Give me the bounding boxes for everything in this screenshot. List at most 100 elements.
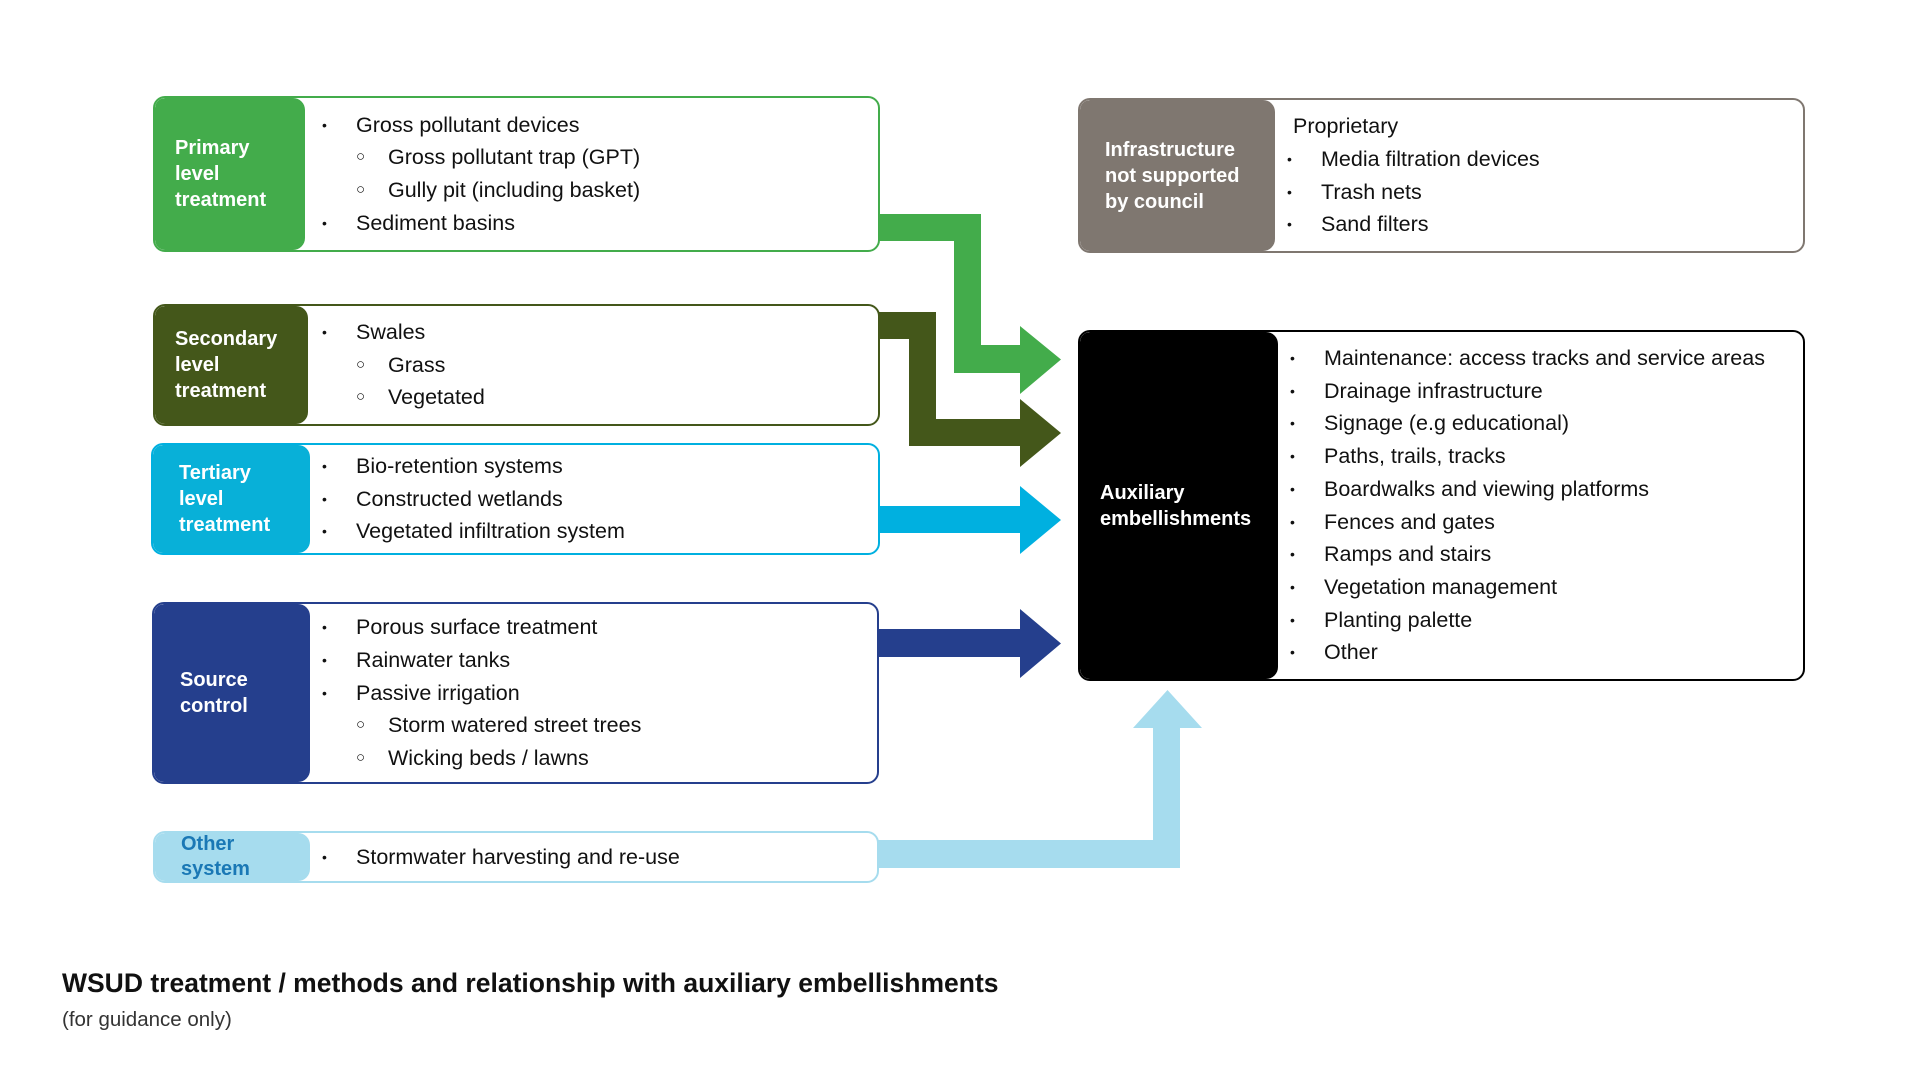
list-item-text: Signage (e.g educational) — [1324, 411, 1570, 436]
list-item-text: Swales — [356, 319, 426, 344]
sub-list-item: ○ Storm watered street trees — [310, 709, 877, 742]
hollow-bullet-icon: ○ — [356, 388, 366, 406]
list-item: • Swales — [310, 316, 878, 349]
tertiary-to-auxiliary-arrow — [870, 486, 1061, 554]
list-item: • Ramps and stairs — [1278, 538, 1803, 571]
primary-treatment-label: Primary level treatment — [155, 98, 305, 250]
bullet-icon: • — [1290, 415, 1295, 432]
list-item-text: Stormwater harvesting and re-use — [356, 844, 680, 869]
bullet-icon: • — [1290, 382, 1295, 399]
list-item-text: Maintenance: access tracks and service a… — [1324, 346, 1765, 371]
other-system-label: Other system — [155, 833, 310, 881]
bullet-icon: • — [322, 490, 327, 507]
hollow-bullet-icon: ○ — [356, 148, 366, 166]
list-item-text: Trash nets — [1321, 179, 1422, 204]
bullet-icon: • — [1290, 644, 1295, 661]
list-item-text: Storm watered street trees — [388, 713, 642, 738]
list-item: • Passive irrigation — [310, 677, 877, 710]
other-system-box: Other system • Stormwater harvesting and … — [153, 831, 879, 883]
list-item: • Sand filters — [1275, 208, 1803, 241]
list-item: • Other — [1278, 636, 1803, 669]
list-item-text: Planting palette — [1324, 607, 1473, 632]
list-item: •Paths, trails, tracks — [1278, 440, 1803, 473]
list-heading: Proprietary — [1293, 114, 1399, 139]
list-item-text: Wicking beds / lawns — [388, 746, 589, 771]
list-item: • Maintenance: access tracks and service … — [1278, 342, 1803, 375]
auxiliary-embellishments-list: • Maintenance: access tracks and service … — [1278, 332, 1803, 679]
bullet-icon: • — [322, 684, 327, 701]
list-item-text: Passive irrigation — [356, 680, 520, 705]
secondary-treatment-list: •Swales○Grass○Vegetated — [310, 306, 878, 424]
list-item: • Sediment basins — [310, 207, 878, 240]
hollow-bullet-icon: ○ — [356, 716, 366, 734]
bullet-icon: • — [322, 523, 327, 540]
bullet-icon: • — [1290, 513, 1295, 530]
bullet-icon: • — [1290, 350, 1295, 367]
list-item: •Bio-retention systems — [310, 450, 878, 483]
tertiary-treatment-list: •Bio-retention systems•Constructed wetla… — [310, 445, 878, 553]
sub-list-item: ○ Gross pollutant trap (GPT) — [310, 141, 878, 174]
tertiary-treatment-box: Tertiary level treatment •Bio-retention … — [151, 443, 880, 555]
bullet-icon: • — [322, 323, 327, 340]
bullet-icon: • — [322, 116, 327, 133]
list-item-text: Sand filters — [1321, 212, 1429, 237]
infrastructure-not-supported-list: Proprietary • Media filtration devices • Tr… — [1275, 100, 1803, 251]
bullet-icon: • — [1287, 183, 1292, 200]
diagram-title: WSUD treatment / methods and relationshi… — [62, 968, 999, 998]
primary-treatment-list: • Gross pollutant devices ○ Gross pollutant… — [310, 98, 878, 250]
list-item: • Gross pollutant devices — [310, 109, 878, 142]
other-system-list: • Stormwater harvesting and re-use — [310, 833, 877, 881]
list-item: • Vegetation management — [1278, 571, 1803, 604]
list-item-text: Vegetated — [388, 385, 485, 410]
list-item-text: Other — [1324, 640, 1378, 665]
list-item-text: Rainwater tanks — [356, 647, 511, 672]
list-item-text: Gross pollutant trap (GPT) — [388, 145, 641, 170]
hollow-bullet-icon: ○ — [356, 355, 366, 373]
bullet-icon: • — [1287, 216, 1292, 233]
bullet-icon: • — [322, 651, 327, 668]
bullet-icon: • — [322, 457, 327, 474]
hollow-bullet-icon: ○ — [356, 749, 366, 767]
list-item: • Drainage infrastructure — [1278, 375, 1803, 408]
list-item-text: Paths, trails, tracks — [1324, 444, 1506, 469]
list-item: • Vegetated infiltration system — [310, 515, 878, 548]
bullet-icon: • — [1290, 480, 1295, 497]
list-item-text: Sediment basins — [356, 210, 515, 235]
primary-to-auxiliary-arrow — [870, 214, 1061, 394]
infrastructure-not-supported-label: Infrastructure not supported by council — [1080, 100, 1275, 251]
list-item: • Boardwalks and viewing platforms — [1278, 473, 1803, 506]
list-item-text: Fences and gates — [1324, 509, 1495, 534]
other-to-auxiliary-arrow — [870, 690, 1202, 868]
bullet-icon: • — [322, 214, 327, 231]
list-item-text: Media filtration devices — [1321, 146, 1540, 171]
primary-treatment-box: Primary level treatment • Gross pollutant… — [153, 96, 880, 252]
bullet-icon: • — [1290, 546, 1295, 563]
list-item: • Trash nets — [1275, 176, 1803, 209]
bullet-icon: • — [1290, 578, 1295, 595]
list-item: • Porous surface treatment — [310, 611, 877, 644]
list-item-text: Gross pollutant devices — [356, 112, 580, 137]
list-item-text: Vegetated infiltration system — [356, 519, 625, 544]
list-item-text: Boardwalks and viewing platforms — [1324, 476, 1650, 501]
list-item-text: Gully pit (including basket) — [388, 178, 641, 202]
sub-list-item: ○Gully pit (including basket) — [310, 174, 878, 207]
secondary-treatment-box: Secondary level treatment •Swales○Grass○… — [153, 304, 880, 426]
list-item-text: Drainage infrastructure — [1324, 378, 1543, 403]
infrastructure-not-supported-box: Infrastructure not supported by council … — [1078, 98, 1805, 253]
list-item-text: Vegetation management — [1324, 574, 1558, 599]
source-to-auxiliary-arrow — [870, 609, 1061, 678]
bullet-icon: • — [322, 848, 327, 865]
list-item: • Stormwater harvesting and re-use — [310, 841, 877, 874]
source-control-box: Source control •Porous surface treatment… — [152, 602, 879, 784]
list-item: •Constructed wetlands — [310, 483, 878, 516]
source-control-list: • Porous surface treatment • Rainwater tank… — [310, 604, 877, 782]
list-item-text: Ramps and stairs — [1324, 542, 1492, 567]
secondary-to-auxiliary-arrow — [870, 312, 1061, 467]
bullet-icon: • — [322, 619, 327, 636]
diagram-subtitle: (for guidance only) — [62, 1008, 232, 1031]
bullet-icon: • — [1287, 150, 1292, 167]
list-item-text: Porous surface treatment — [356, 615, 598, 640]
bullet-icon: • — [1290, 611, 1295, 628]
list-item: • Signage (e.g educational) — [1278, 407, 1803, 440]
